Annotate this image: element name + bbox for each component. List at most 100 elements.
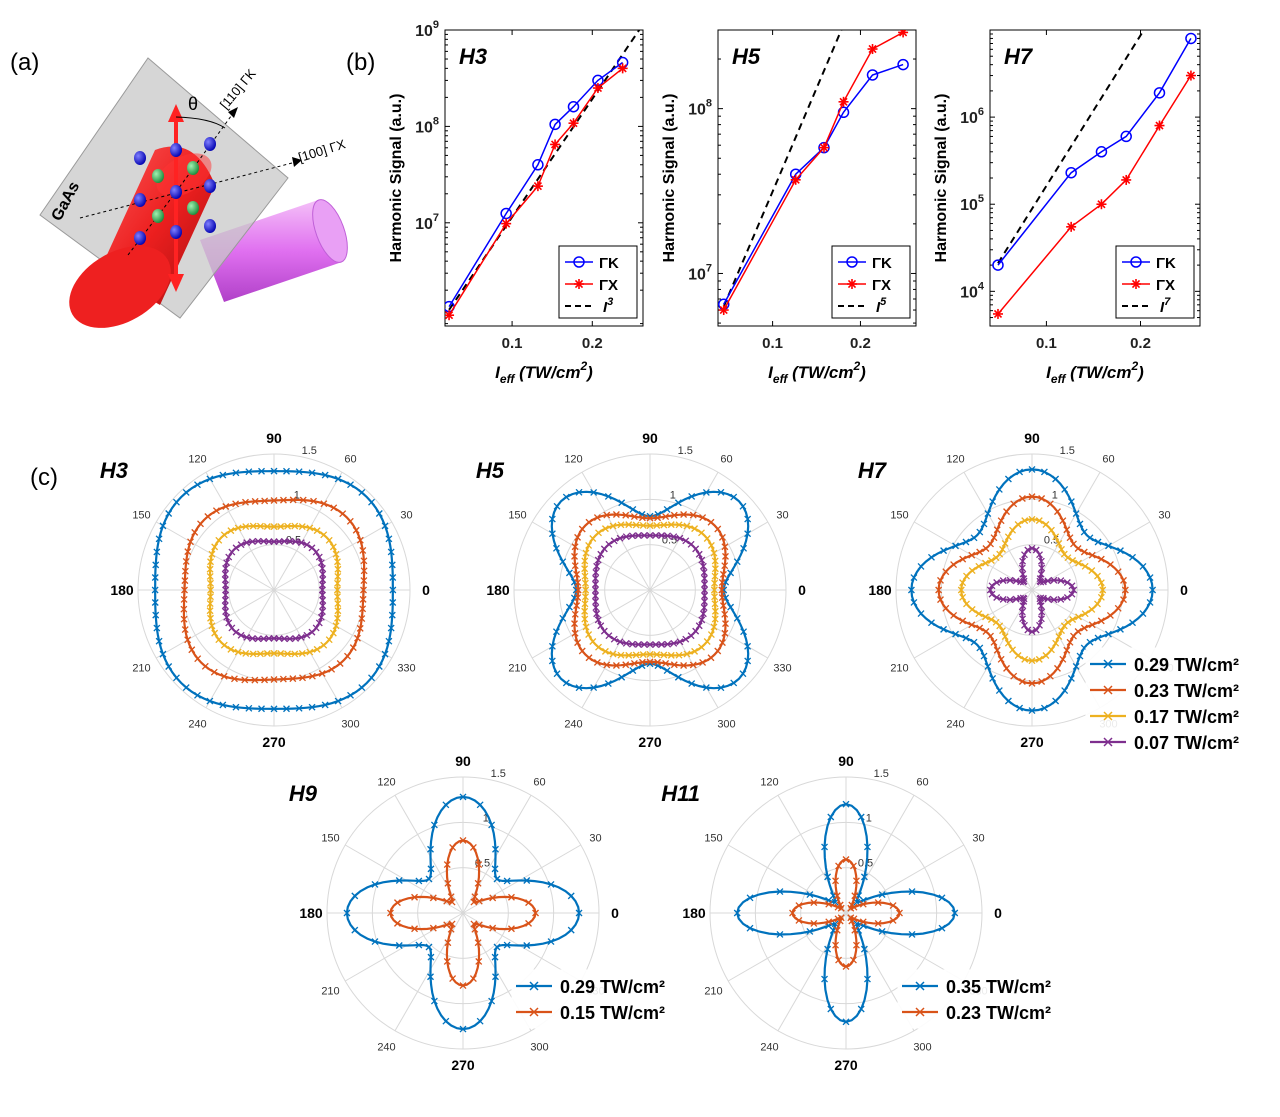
polar-data-point [448,898,456,906]
polar-angle-label: 300 [341,719,359,731]
polar-data-point [984,662,992,670]
marker-stroke [1038,608,1046,616]
marker-stroke [1099,586,1107,594]
polar-data-point [411,925,418,933]
polar-data-point [653,521,661,529]
polar-data-point [810,899,818,907]
axis-gk-line [175,111,235,193]
marker-stroke [1094,634,1102,642]
atom-ga [204,219,216,233]
marker-stroke [976,624,984,632]
polar-data-point [356,536,364,544]
marker-stroke [699,658,707,666]
polar-data-point [523,942,531,949]
polar-data-point [523,877,531,884]
polar-data-point [582,586,590,594]
polar-data-point [601,647,609,655]
marker-stroke [559,614,567,622]
marker-stroke [489,894,497,902]
polar-data-point [582,549,590,557]
marker-stroke [740,544,748,552]
polar-data-point [646,641,654,649]
marker-stroke [317,559,325,567]
polar-data-point [581,557,589,565]
y-tick-base: 10 [415,216,433,233]
polar-data-point [388,611,396,619]
series-line-gx [997,75,1192,315]
marker-stroke [591,586,599,594]
marker-stroke [1042,652,1050,659]
polar-data-point [597,550,605,558]
polar-data-point [935,586,943,594]
marker-stroke [249,650,257,658]
marker-stroke [242,650,250,657]
polar-data-point [928,619,935,627]
marker-stroke [658,641,666,648]
marker-stroke [837,904,845,912]
polar-data-point [1012,577,1020,585]
polar-data-point [334,607,342,615]
polar-series-2 [581,521,719,659]
polar-data-point [332,550,340,558]
data-point-gx [1121,174,1132,185]
marker-stroke [640,531,648,539]
marker-stroke [1120,596,1127,604]
polar-data-point [959,579,967,587]
polar-data-point [683,522,691,530]
marker-stroke [242,498,249,506]
marker-stroke [937,576,944,584]
polar-data-point [597,622,605,630]
x-label-subscript: eff [500,372,515,386]
x-label-superscript: 2 [1130,359,1138,373]
polar-data-point [1094,538,1102,546]
polar-data-point [1129,553,1136,561]
polar-data-point [699,658,707,666]
marker-stroke [565,569,573,577]
marker-stroke [740,628,748,636]
marker-stroke [851,926,859,934]
marker-stroke [835,956,843,964]
polar-data-point [488,997,496,1005]
atom-as [187,201,199,215]
polar-legend-label: 0.07 TW/cm² [1134,733,1239,753]
y-tick-base: 10 [688,102,706,119]
marker-stroke [152,561,160,569]
polar-data-point [993,594,1001,601]
chart-title: H7 [1004,44,1034,69]
y-tick-exponent: 4 [978,280,985,292]
marker-stroke [1081,562,1089,570]
polar-data-point [889,916,897,924]
polar-data-point [443,861,451,868]
marker-stroke [232,703,240,711]
marker-stroke [165,663,173,670]
polar-data-point [223,559,231,567]
marker-stroke [1069,616,1077,623]
polar-data-point [548,657,556,665]
marker-stroke [1032,546,1040,554]
marker-stroke [989,498,997,506]
polar-data-point [197,520,204,528]
data-point-gk [567,100,580,113]
polar-data-point [674,673,682,681]
marker-stroke [525,899,533,907]
polar-data-point [476,801,484,809]
marker-stroke [270,538,278,546]
marker-stroke [165,510,173,517]
polar-data-point [180,595,188,603]
polar-data-point [231,675,238,683]
marker-stroke [427,865,435,873]
marker-stroke [676,534,684,542]
marker-stroke [601,647,609,655]
polar-data-point [940,625,948,633]
marker-stroke [215,636,223,644]
legend-marker-gx [847,279,857,289]
marker-stroke [680,662,688,669]
polar-data-point [575,909,583,917]
marker-stroke [821,843,828,851]
data-point-gx [1096,199,1107,210]
legend-marker-gk [573,256,585,268]
polar-data-point [249,522,257,530]
polar-angle-label: 30 [972,833,984,845]
marker-stroke [443,861,451,868]
polar-data-point [415,941,423,949]
